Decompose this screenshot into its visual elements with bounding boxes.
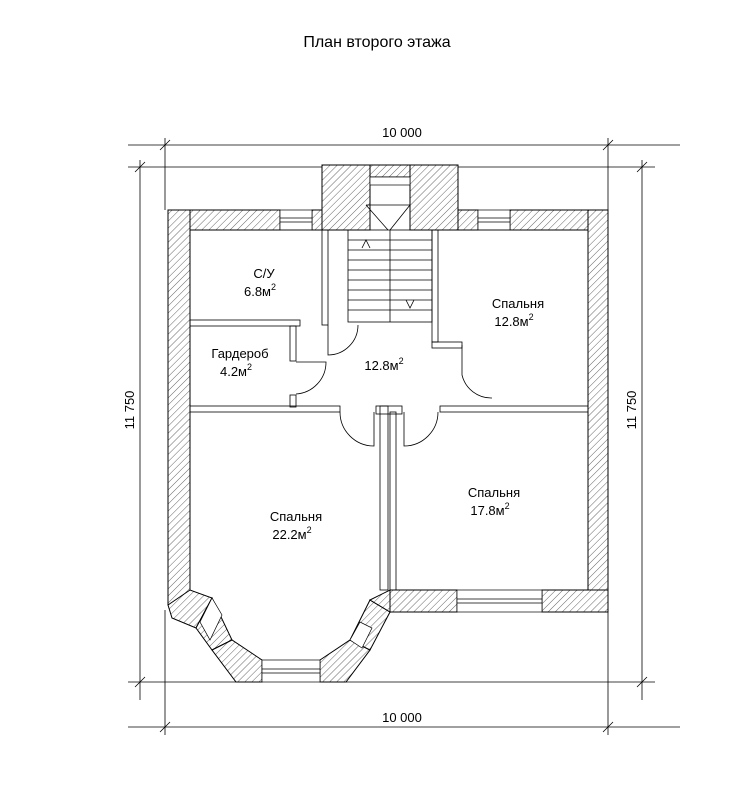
room-bedroom-ne-name: Спальня bbox=[492, 296, 544, 311]
room-bedroom-se: Спальня 17.8м2 bbox=[468, 485, 520, 518]
windows bbox=[199, 176, 543, 683]
room-wardrobe: Гардероб 4.2м2 bbox=[211, 346, 268, 379]
staircase bbox=[347, 204, 433, 323]
dimension-top: 10 000 bbox=[382, 125, 422, 140]
room-bedroom-ne: Спальня 12.8м2 bbox=[492, 296, 544, 329]
exterior-walls bbox=[167, 164, 609, 683]
room-bathroom-area: 6.8м2 bbox=[244, 282, 276, 299]
dimension-right: 11 750 bbox=[624, 391, 639, 430]
plan-title: План второго этажа bbox=[303, 34, 451, 51]
room-bedroom-sw: Спальня 22.2м2 bbox=[270, 509, 322, 542]
room-hall: 12.8м2 bbox=[364, 356, 403, 373]
room-bedroom-sw-area: 22.2м2 bbox=[272, 525, 311, 542]
dimension-lines bbox=[128, 138, 680, 735]
room-wardrobe-area: 4.2м2 bbox=[220, 362, 252, 379]
room-bedroom-se-area: 17.8м2 bbox=[470, 501, 509, 518]
room-bathroom-name: С/У bbox=[253, 266, 275, 281]
dimension-left: 11 750 bbox=[122, 391, 137, 430]
room-bedroom-sw-name: Спальня bbox=[270, 509, 322, 524]
dimension-bottom: 10 000 bbox=[382, 710, 422, 725]
room-bedroom-ne-area: 12.8м2 bbox=[494, 312, 533, 329]
doors bbox=[295, 324, 493, 447]
room-wardrobe-name: Гардероб bbox=[211, 346, 268, 361]
room-bedroom-se-name: Спальня bbox=[468, 485, 520, 500]
room-bathroom: С/У 6.8м2 bbox=[244, 266, 276, 299]
room-hall-area: 12.8м2 bbox=[364, 356, 403, 373]
